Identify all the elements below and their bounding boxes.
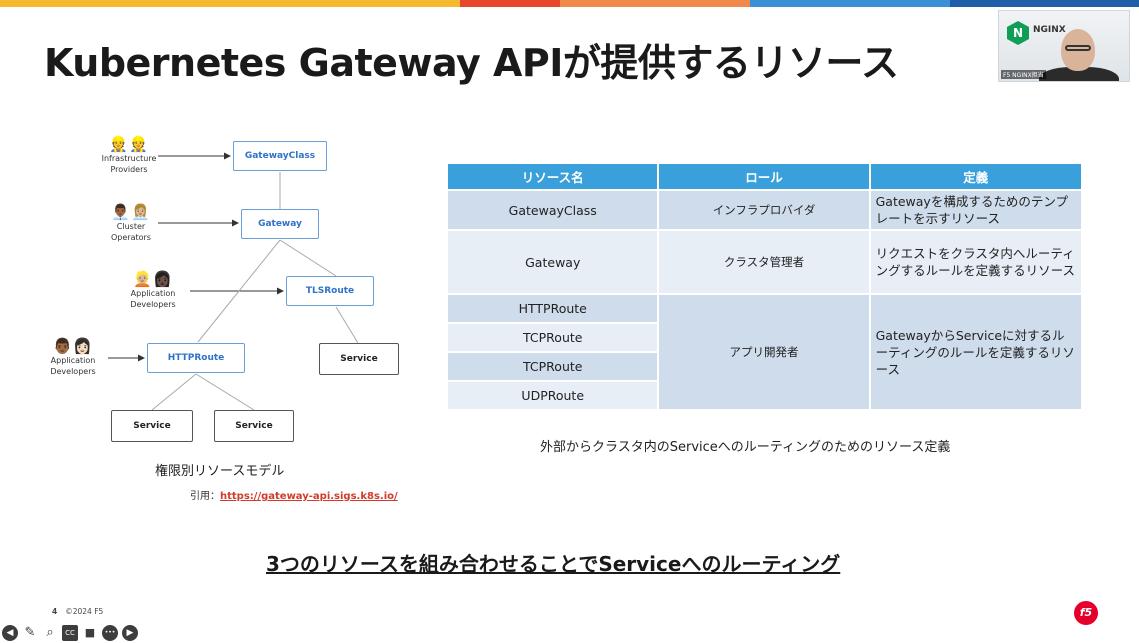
persona-application-developers-tls: 👱🏼👩🏿 Application Developers: [108, 270, 198, 310]
persona-label: Cluster Operators: [111, 222, 151, 242]
top-bar-segment: [750, 0, 950, 7]
table-row: HTTPRoute アプリ開発者 GatewayからServiceに対するルーテ…: [445, 293, 1084, 411]
top-bar-segment: [950, 0, 1139, 7]
persona-label: Infrastructure Providers: [101, 154, 157, 174]
top-bar-segment: [560, 0, 750, 7]
table-row: GatewayClass インフラプロバイダ Gatewayを構成するためのテン…: [445, 189, 1084, 231]
table-row: UDPRoute: [445, 380, 1082, 411]
column-header-definition: 定義: [868, 162, 1084, 191]
slide-takeaway: 3つのリソースを組み合わせることでServiceへのルーティング: [266, 552, 841, 576]
top-bar-segment: [0, 0, 180, 7]
cell-resource-name: HTTPRoute: [445, 293, 660, 324]
cell-resource-name: Gateway: [445, 229, 660, 295]
presenter-name-label: F5 NGINX担当: [1001, 70, 1046, 79]
table-caption: 外部からクラスタ内のServiceへのルーティングのためのリソース定義: [540, 440, 951, 455]
link-gateway-httproute: [197, 239, 281, 343]
citation: 引用：https://gateway-api.sigs.k8s.io/: [190, 487, 398, 502]
presentation-toolbar: ◀ ✎ ⌕ CC ■ ••• ▶: [2, 624, 138, 642]
back-icon[interactable]: ◀: [2, 625, 18, 641]
cell-role: クラスタ管理者: [657, 229, 871, 295]
node-httproute: HTTPRoute: [147, 343, 245, 373]
slide-footer: 4 ©2024 F5: [52, 607, 103, 616]
cell-role-routes: アプリ開発者: [657, 293, 871, 411]
top-bar-segment: [180, 0, 460, 7]
f5-logo-icon: f5: [1074, 601, 1098, 625]
cell-resource-name: TCPRoute: [445, 351, 660, 382]
cell-resource-name: GatewayClass: [445, 189, 660, 231]
application-developers-icon: 👱🏼👩🏿: [133, 270, 173, 288]
table-row: TCPRoute: [445, 351, 1082, 382]
slide-title: Kubernetes Gateway APIが提供するリソース: [44, 41, 899, 85]
persona-label: Application Developers: [50, 356, 96, 376]
persona-cluster-operators: 👨🏾‍💼👩🏼‍💼 Cluster Operators: [86, 203, 176, 243]
table-row: TCPRoute: [445, 322, 1082, 353]
cell-definition: Gatewayを構成するためのテンプレートを示すリソース: [868, 189, 1084, 231]
link-httproute-service-mid: [195, 373, 255, 411]
node-gateway: Gateway: [241, 209, 319, 239]
captions-icon[interactable]: CC: [62, 625, 78, 641]
column-header-role: ロール: [657, 162, 871, 191]
cell-role: インフラプロバイダ: [657, 189, 871, 231]
cell-definition-routes: GatewayからServiceに対するルーティングのルールを定義するリソース: [868, 293, 1084, 411]
nginx-logo-icon: N: [1007, 21, 1029, 45]
link-gateway-tlsroute: [279, 239, 337, 277]
top-bar-segment: [460, 0, 560, 7]
table-header-row: リソース名 ロール 定義: [445, 162, 1084, 191]
camera-icon[interactable]: ■: [84, 626, 96, 639]
nginx-logo-text: NGINX: [1033, 25, 1066, 35]
link-httproute-service-left: [151, 373, 197, 411]
node-service-left: Service: [111, 410, 193, 442]
column-header-resource-name: リソース名: [445, 162, 660, 191]
persona-infrastructure-providers: 👷👷 Infrastructure Providers: [84, 135, 174, 175]
node-tlsroute: TLSRoute: [286, 276, 374, 306]
zoom-icon[interactable]: ⌕: [46, 625, 54, 640]
more-icon[interactable]: •••: [102, 625, 118, 641]
resource-table: リソース名 ロール 定義 GatewayClass インフラプロバイダ Gate…: [445, 162, 1084, 411]
diagram-caption: 権限別リソースモデル: [155, 464, 285, 479]
forward-icon[interactable]: ▶: [122, 625, 138, 641]
presenter-body: [1039, 67, 1119, 81]
application-developers-icon: 👨🏾👩🏻: [53, 337, 93, 355]
citation-link[interactable]: https://gateway-api.sigs.k8s.io/: [220, 491, 398, 502]
citation-prefix: 引用：: [190, 491, 220, 502]
persona-application-developers-http: 👨🏾👩🏻 Application Developers: [28, 337, 118, 377]
persona-label: Application Developers: [130, 289, 176, 309]
pen-icon[interactable]: ✎: [24, 625, 36, 640]
cluster-operators-icon: 👨🏾‍💼👩🏼‍💼: [111, 203, 151, 221]
cell-resource-name: UDPRoute: [445, 380, 660, 411]
table-row: Gateway クラスタ管理者 リクエストをクラスタ内へルーティングするルールを…: [445, 229, 1084, 295]
node-service-mid: Service: [214, 410, 294, 442]
top-color-bar: [0, 0, 1139, 7]
resource-model-diagram: 👷👷 Infrastructure Providers 👨🏾‍💼👩🏼‍💼 Clu…: [40, 125, 440, 455]
webcam-overlay[interactable]: N NGINX F5 NGINX担当: [998, 10, 1130, 82]
node-service-tls: Service: [319, 343, 399, 375]
node-gatewayclass: GatewayClass: [233, 141, 327, 171]
presenter-glasses: [1065, 45, 1091, 51]
link-tlsroute-service: [335, 306, 359, 344]
page-number: 4: [52, 607, 58, 616]
cell-resource-name: TCPRoute: [445, 322, 660, 353]
cell-definition: リクエストをクラスタ内へルーティングするルールを定義するリソース: [868, 229, 1084, 295]
diagram-connectors: [108, 152, 359, 411]
infrastructure-providers-icon: 👷👷: [109, 135, 149, 153]
copyright: ©2024 F5: [65, 607, 104, 616]
